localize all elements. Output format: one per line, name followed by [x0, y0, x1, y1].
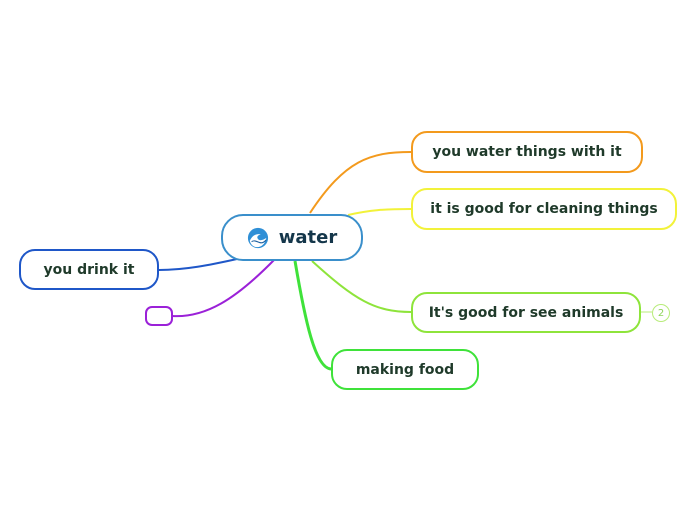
connector-water-things	[309, 151, 412, 214]
topic-making-food[interactable]: making food	[331, 349, 479, 390]
connector-making-food	[293, 260, 332, 371]
topic-empty[interactable]	[145, 306, 173, 326]
connector-drink	[158, 258, 238, 271]
collapsed-subtopics-badge[interactable]: 2	[652, 304, 670, 322]
connector-animals	[311, 260, 412, 313]
topic-cleaning[interactable]: it is good for cleaning things	[411, 188, 677, 230]
topic-label: you water things with it	[432, 144, 622, 160]
topic-label: It's good for see animals	[428, 304, 624, 321]
topic-animals[interactable]: It's good for see animals	[411, 292, 641, 333]
connector-cleaning	[347, 208, 412, 216]
topic-drink[interactable]: you drink it	[19, 249, 159, 290]
topic-label: it is good for cleaning things	[430, 201, 658, 217]
wave-icon	[247, 227, 268, 248]
topic-label: making food	[355, 361, 455, 378]
topic-label: you drink it	[43, 261, 135, 278]
topic-water-things[interactable]: you water things with it	[411, 131, 643, 173]
connector-empty	[171, 258, 276, 318]
central-topic[interactable]: water	[221, 214, 363, 261]
central-topic-label: water	[278, 227, 338, 248]
